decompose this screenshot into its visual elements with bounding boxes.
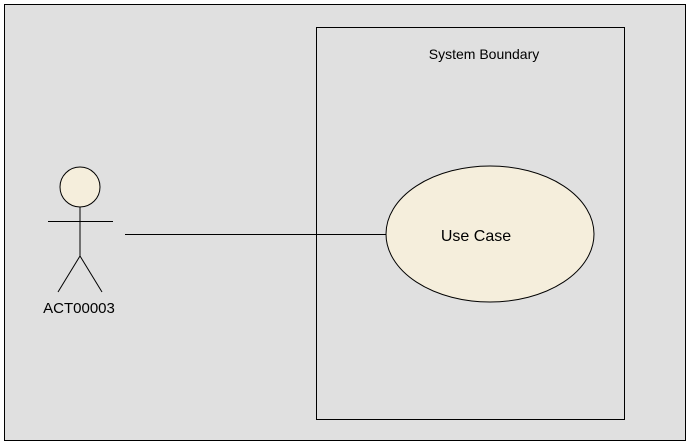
system-boundary-label: System Boundary [429,46,540,62]
use-case[interactable]: Use Case [385,165,595,303]
actor-head [59,166,101,208]
actor-label: ACT00003 [43,300,115,317]
use-case-label: Use Case [441,228,511,245]
actor[interactable]: ACT00003 [43,166,115,317]
actor-right-leg [79,255,103,293]
actor-left-leg [57,255,81,293]
use-case-ellipse[interactable] [385,165,595,303]
